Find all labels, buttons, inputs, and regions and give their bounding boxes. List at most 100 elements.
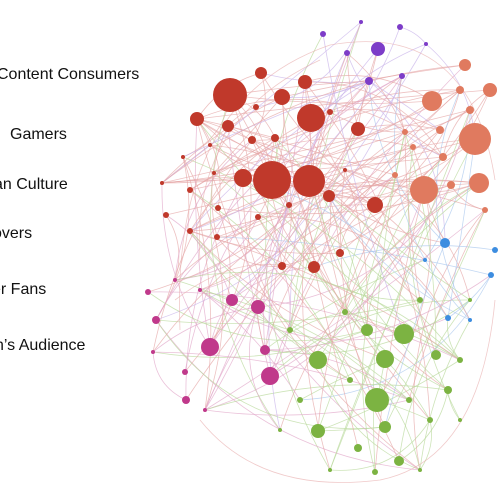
graph-edge xyxy=(271,43,427,181)
graph-edge xyxy=(404,131,421,301)
graph-edge xyxy=(213,137,414,174)
graph-node xyxy=(354,444,362,452)
graph-node xyxy=(163,212,169,218)
graph-edge xyxy=(189,26,401,232)
graph-node xyxy=(483,83,497,97)
graph-node xyxy=(343,168,347,172)
graph-edge xyxy=(264,311,346,351)
graph-edge xyxy=(339,252,449,391)
graph-edge xyxy=(165,214,233,301)
graph-node xyxy=(253,161,291,199)
graph-edge xyxy=(317,131,406,432)
graph-edge xyxy=(435,89,471,321)
graph-edge xyxy=(184,75,403,373)
graph-node xyxy=(394,324,414,344)
graph-edge xyxy=(384,209,486,428)
cluster-label-audience: n’s Audience xyxy=(0,337,86,354)
graph-edge xyxy=(199,299,496,483)
graph-edge xyxy=(174,271,461,361)
graph-edge xyxy=(210,94,281,431)
graph-node xyxy=(293,165,325,197)
graph-node xyxy=(447,181,455,189)
graph-node xyxy=(215,205,221,211)
graph-node xyxy=(274,89,290,105)
graph-edge xyxy=(368,80,441,131)
graph-edge xyxy=(413,209,486,471)
graph-node xyxy=(198,288,202,292)
graph-edge xyxy=(346,52,444,158)
graph-node xyxy=(466,106,474,114)
graph-edge xyxy=(152,351,187,401)
graph-node xyxy=(456,86,464,94)
graph-edge xyxy=(204,384,449,411)
graph-edge xyxy=(161,21,362,184)
graph-node xyxy=(226,294,238,306)
graph-edge xyxy=(313,266,359,449)
graph-node xyxy=(152,316,160,324)
graph-edge xyxy=(152,139,253,353)
graph-node xyxy=(410,176,438,204)
graph-edge xyxy=(317,129,441,432)
graph-edge xyxy=(260,72,376,206)
cluster-label-fans: er Fans xyxy=(0,281,47,298)
graph-node xyxy=(190,112,204,126)
graph-node xyxy=(359,20,363,24)
graph-edge xyxy=(257,216,449,319)
graph-node xyxy=(365,77,373,85)
graph-edge xyxy=(264,274,492,351)
graph-edge xyxy=(249,306,281,431)
cluster-label-content-consumers: Content Consumers xyxy=(0,66,140,83)
graph-edge xyxy=(374,189,425,473)
graph-edge xyxy=(161,64,466,184)
graph-node xyxy=(372,469,378,475)
graph-edge xyxy=(198,59,321,261)
graph-node xyxy=(160,181,164,185)
graph-node xyxy=(203,408,207,412)
graph-node xyxy=(436,126,444,134)
graph-edge xyxy=(155,319,386,429)
graph-edge xyxy=(155,75,403,321)
graph-edge xyxy=(211,125,229,238)
graph-node xyxy=(418,468,422,472)
graph-node xyxy=(308,261,320,273)
graph-edge xyxy=(251,72,266,141)
graph-edge xyxy=(302,111,331,471)
graph-node xyxy=(327,109,333,115)
graph-edge xyxy=(179,41,496,331)
graph-node xyxy=(458,418,462,422)
graph-node xyxy=(278,262,286,270)
graph-node xyxy=(492,247,498,253)
graph-edge xyxy=(209,207,231,348)
graph-node xyxy=(336,249,344,257)
graph-node xyxy=(392,172,398,178)
graph-edge xyxy=(174,139,253,281)
graph-edge xyxy=(329,109,441,131)
graph-edge xyxy=(161,182,211,348)
graph-edge xyxy=(398,299,471,462)
graph-node xyxy=(255,67,267,79)
graph-edge xyxy=(251,139,486,211)
graph-edge xyxy=(328,131,406,197)
graph-edge xyxy=(289,89,461,331)
graph-node xyxy=(468,318,472,322)
graph-node xyxy=(286,202,292,208)
graph-edge xyxy=(213,96,283,174)
graph-node xyxy=(379,421,391,433)
graph-edge xyxy=(317,359,421,471)
graph-node xyxy=(423,258,427,262)
graph-edge xyxy=(269,265,291,377)
graph-node xyxy=(311,424,325,438)
graph-edge xyxy=(174,263,301,301)
graph-edge xyxy=(161,89,461,184)
graph-node xyxy=(248,136,256,144)
graph-node xyxy=(323,190,335,202)
graph-node xyxy=(367,197,383,213)
graph-edges xyxy=(147,21,496,483)
graph-node xyxy=(201,338,219,356)
graph-node xyxy=(399,73,405,79)
graph-edge xyxy=(357,48,379,130)
graph-edge xyxy=(231,43,427,301)
graph-edge xyxy=(199,289,291,331)
graph-edge xyxy=(308,138,476,182)
